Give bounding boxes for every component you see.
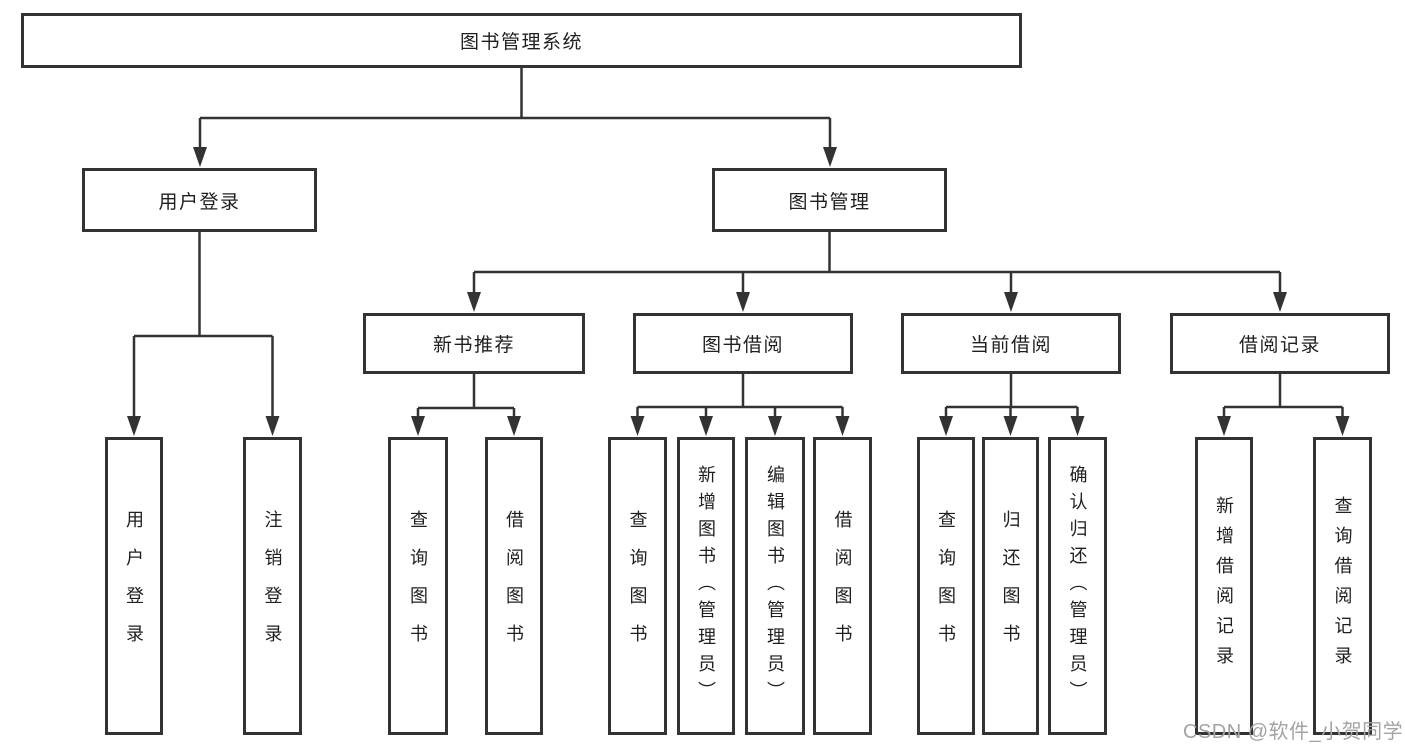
node-current-borrow: 当前借阅 (901, 313, 1121, 374)
node-user-login: 用户登录 (82, 168, 317, 232)
node-borrow-records-label: 借阅记录 (1238, 335, 1321, 356)
leaf-nb-query-book-label: 查询图书 (408, 510, 428, 662)
leaf-cb-query-book: 查询图书 (917, 437, 975, 735)
leaf-bb-edit-book-admin: 编辑图书（管理员） (745, 437, 805, 735)
node-current-borrow-label: 当前借阅 (969, 335, 1052, 356)
node-book-management: 图书管理 (712, 168, 947, 232)
leaf-nb-query-book: 查询图书 (388, 437, 448, 735)
node-new-book-recommend: 新书推荐 (363, 313, 585, 374)
leaf-logout-login-label: 注销登录 (262, 510, 283, 662)
leaf-nb-borrow-book-label: 借阅图书 (504, 510, 524, 662)
leaf-bb-add-book-admin: 新增图书（管理员） (677, 437, 735, 735)
node-book-management-label: 图书管理 (788, 191, 871, 213)
leaf-bb-borrow-book-label: 借阅图书 (832, 510, 853, 662)
node-book-borrow-label: 图书借阅 (701, 335, 784, 356)
node-user-login-label: 用户登录 (158, 191, 241, 213)
leaf-logout-login: 注销登录 (243, 437, 302, 735)
node-library-management-system-label: 图书管理系统 (459, 32, 583, 53)
leaf-cb-return-book-label: 归还图书 (1000, 510, 1021, 662)
leaf-br-add-record: 新增借阅记录 (1195, 437, 1253, 735)
leaf-cb-query-book-label: 查询图书 (936, 510, 956, 662)
leaf-bb-query-book-label: 查询图书 (627, 510, 648, 662)
leaf-cb-confirm-return-admin-label: 确认归还（管理员） (1067, 464, 1088, 708)
leaf-nb-borrow-book: 借阅图书 (485, 437, 543, 735)
node-new-book-recommend-label: 新书推荐 (432, 335, 515, 356)
node-book-borrow: 图书借阅 (633, 313, 853, 374)
leaf-br-query-record: 查询借阅记录 (1313, 437, 1372, 735)
node-library-management-system: 图书管理系统 (21, 13, 1022, 68)
watermark: CSDN @软件_小贺同学 (1183, 721, 1404, 743)
leaf-user-login: 用户登录 (105, 437, 163, 735)
node-borrow-records: 借阅记录 (1170, 313, 1390, 374)
leaf-br-add-record-label: 新增借阅记录 (1214, 496, 1234, 676)
leaf-bb-borrow-book: 借阅图书 (813, 437, 872, 735)
leaf-cb-return-book: 归还图书 (982, 437, 1039, 735)
leaf-cb-confirm-return-admin: 确认归还（管理员） (1048, 437, 1107, 735)
leaf-user-login-label: 用户登录 (124, 510, 144, 662)
leaf-bb-edit-book-admin-label: 编辑图书（管理员） (765, 464, 785, 708)
leaf-bb-query-book: 查询图书 (608, 437, 667, 735)
leaf-br-query-record-label: 查询借阅记录 (1332, 496, 1353, 676)
leaf-bb-add-book-admin-label: 新增图书（管理员） (696, 464, 716, 708)
